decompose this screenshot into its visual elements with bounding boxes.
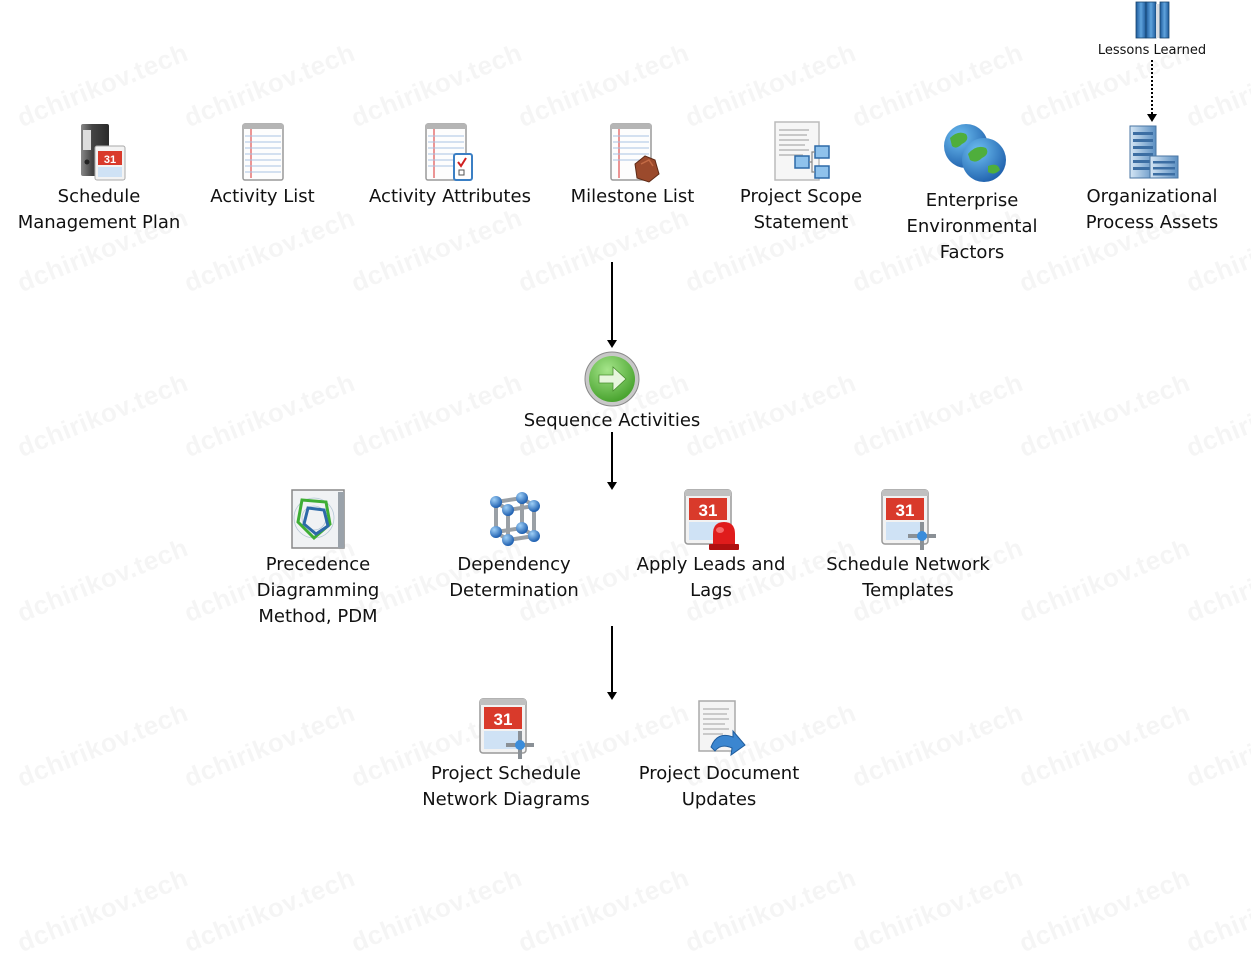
globes-icon: [940, 120, 1006, 188]
input-organizational-process-assets: Organizational Process Assets: [1076, 120, 1228, 236]
tool-label: Templates: [862, 580, 954, 601]
watermark-text: dchirikov.tech: [13, 862, 193, 959]
input-project-scope-statement: Project Scope Statement: [726, 120, 876, 236]
watermark-text: dchirikov.tech: [848, 697, 1028, 794]
input-label: Milestone List: [570, 186, 695, 207]
notepad-rock-icon: [601, 120, 665, 184]
watermark-text: dchirikov.tech: [514, 202, 694, 299]
input-label: Statement: [753, 212, 849, 233]
svg-text:31: 31: [896, 501, 915, 520]
watermark-text: dchirikov.tech: [514, 862, 694, 959]
books-icon: [1130, 0, 1174, 40]
tool-label: Lags: [690, 580, 732, 601]
tool-dependency-determination: Dependency Determination: [436, 488, 592, 604]
tool-label: Schedule Network: [826, 554, 990, 575]
svg-text:31: 31: [494, 710, 513, 729]
watermark-text: dchirikov.tech: [347, 862, 527, 959]
watermark-text: dchirikov.tech: [1015, 532, 1195, 629]
input-activity-list: Activity List: [190, 120, 335, 210]
watermark-text: dchirikov.tech: [848, 367, 1028, 464]
input-label: Schedule: [57, 186, 141, 207]
watermark-text: dchirikov.tech: [13, 532, 193, 629]
green-arrow-circle-icon: [583, 350, 641, 408]
tool-label: Method, PDM: [258, 606, 378, 627]
watermark-text: dchirikov.tech: [1182, 532, 1251, 629]
tool-label: Apply Leads and: [636, 554, 786, 575]
calendar-alarm-icon: 31: [679, 488, 743, 552]
watermark-text: dchirikov.tech: [180, 367, 360, 464]
input-label: Management Plan: [17, 212, 181, 233]
watermark-text: dchirikov.tech: [13, 367, 193, 464]
arrow-tools-to-outputs: [607, 626, 617, 700]
svg-text:31: 31: [699, 501, 718, 520]
watermark-text: dchirikov.tech: [1182, 697, 1251, 794]
output-label: Network Diagrams: [422, 789, 590, 810]
tool-precedence-diagramming-method: Precedence Diagramming Method, PDM: [240, 488, 396, 630]
watermark-text: dchirikov.tech: [1015, 367, 1195, 464]
watermark-text: dchirikov.tech: [347, 367, 527, 464]
output-project-document-updates: Project Document Updates: [630, 697, 808, 813]
notepad-icon: [231, 120, 295, 184]
document-hierarchy-icon: [769, 120, 833, 184]
watermark-text: dchirikov.tech: [180, 862, 360, 959]
tool-label: Precedence: [265, 554, 371, 575]
input-label: Project Scope: [739, 186, 863, 207]
tool-label: Diagramming: [256, 580, 380, 601]
input-label: Activity Attributes: [369, 186, 531, 207]
molecule-cube-icon: [482, 488, 546, 552]
input-label: Factors: [939, 242, 1005, 263]
document-arrow-icon: [687, 697, 751, 761]
notepad-checklist-icon: [418, 120, 482, 184]
binder-calendar-icon: 31: [67, 120, 131, 184]
arrow-process-to-tools: [607, 432, 617, 490]
watermark-text: dchirikov.tech: [347, 202, 527, 299]
watermark-text: dchirikov.tech: [1015, 862, 1195, 959]
lessons-learned-node: Lessons Learned: [1082, 0, 1222, 59]
radar-chart-icon: [286, 488, 350, 552]
output-label: Updates: [681, 789, 757, 810]
watermark-text: dchirikov.tech: [180, 697, 360, 794]
output-label: Project Schedule: [430, 763, 582, 784]
input-label: Process Assets: [1085, 212, 1219, 233]
output-project-schedule-network-diagrams: 31 Project Schedule Network Diagrams: [418, 697, 594, 813]
watermark-text: dchirikov.tech: [681, 862, 861, 959]
watermark-text: dchirikov.tech: [848, 862, 1028, 959]
process-label: Sequence Activities: [523, 410, 701, 431]
watermark-text: dchirikov.tech: [13, 697, 193, 794]
output-label: Project Document: [638, 763, 800, 784]
input-activity-attributes: Activity Attributes: [360, 120, 540, 210]
tool-apply-leads-and-lags: 31 Apply Leads and Lags: [630, 488, 792, 604]
svg-text:31: 31: [104, 154, 116, 166]
watermark-text: dchirikov.tech: [180, 202, 360, 299]
input-label: Enterprise: [925, 190, 1019, 211]
input-label: Organizational: [1086, 186, 1218, 207]
tool-label: Dependency: [457, 554, 571, 575]
arrow-inputs-to-process: [607, 262, 617, 348]
input-enterprise-environmental-factors: Enterprise Environmental Factors: [896, 120, 1048, 266]
dotted-arrow-lessons-to-opa: [1147, 60, 1157, 122]
tool-label: Determination: [449, 580, 579, 601]
office-building-icon: [1120, 120, 1184, 184]
watermark-text: dchirikov.tech: [1015, 697, 1195, 794]
input-milestone-list: Milestone List: [555, 120, 710, 210]
lessons-learned-label: Lessons Learned: [1097, 43, 1207, 58]
tool-schedule-network-templates: 31 Schedule Network Templates: [820, 488, 996, 604]
input-label: Environmental: [906, 216, 1038, 237]
calendar-network-icon: 31: [474, 697, 538, 761]
input-label: Activity List: [210, 186, 315, 207]
process-sequence-activities: Sequence Activities: [512, 350, 712, 434]
calendar-network-icon: 31: [876, 488, 940, 552]
input-schedule-management-plan: 31 Schedule Management Plan: [8, 120, 190, 236]
watermark-text: dchirikov.tech: [1182, 367, 1251, 464]
watermark-text: dchirikov.tech: [1182, 862, 1251, 959]
